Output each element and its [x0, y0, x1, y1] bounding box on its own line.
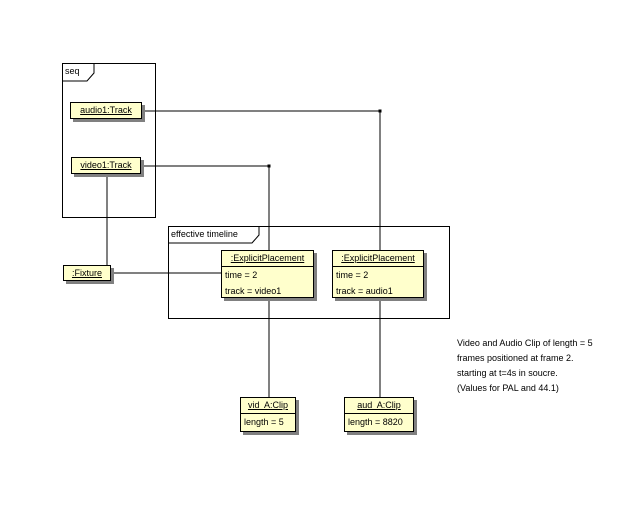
object-attributes: length = 5: [241, 413, 295, 432]
junction-dot: [378, 109, 382, 113]
attr-track: track = video1: [225, 286, 282, 296]
placement-audio-object[interactable]: :ExplicitPlacement time = 2 track = audi…: [332, 250, 424, 298]
object-name: video1:Track: [80, 160, 132, 170]
note-line: (Values for PAL and 44.1): [457, 383, 559, 393]
object-attributes: length = 8820: [345, 413, 413, 432]
timeline-frame-label: effective timeline: [171, 229, 238, 239]
object-name: audio1:Track: [80, 105, 132, 115]
timeline-frame-tab: [169, 227, 260, 244]
object-name: :Fixture: [71, 268, 102, 278]
seq-frame: seq: [62, 63, 156, 218]
timeline-frame: effective timeline: [168, 226, 450, 319]
object-name: aud A:Clip: [357, 400, 401, 410]
diagram-note: Video and Audio Clip of length = 5 frame…: [457, 336, 593, 396]
placement-video-object[interactable]: :ExplicitPlacement time = 2 track = vide…: [221, 250, 314, 298]
attr-length: length = 8820: [348, 417, 403, 427]
object-attributes: time = 2 track = video1: [222, 266, 313, 301]
attr-time: time = 2: [225, 270, 258, 280]
attr-time: time = 2: [336, 270, 369, 280]
attr-length: length = 5: [244, 417, 284, 427]
object-name: :ExplicitPlacement: [230, 253, 305, 263]
vid-clip-object[interactable]: vid A:Clip length = 5: [240, 397, 296, 432]
fixture-object[interactable]: :Fixture: [63, 265, 111, 281]
note-line: Video and Audio Clip of length = 5: [457, 338, 593, 348]
seq-frame-tab: [63, 64, 95, 82]
junction-dot: [267, 164, 271, 168]
object-attributes: time = 2 track = audio1: [333, 266, 423, 301]
attr-track: track = audio1: [336, 286, 393, 296]
note-line: starting at t=4s in soucre.: [457, 368, 558, 378]
seq-frame-label: seq: [65, 66, 80, 76]
note-line: frames positioned at frame 2.: [457, 353, 574, 363]
video-track-object[interactable]: video1:Track: [71, 157, 141, 174]
audio-track-object[interactable]: audio1:Track: [70, 102, 142, 119]
object-name: :ExplicitPlacement: [341, 253, 415, 263]
aud-clip-object[interactable]: aud A:Clip length = 8820: [344, 397, 414, 432]
object-name: vid A:Clip: [247, 400, 289, 410]
